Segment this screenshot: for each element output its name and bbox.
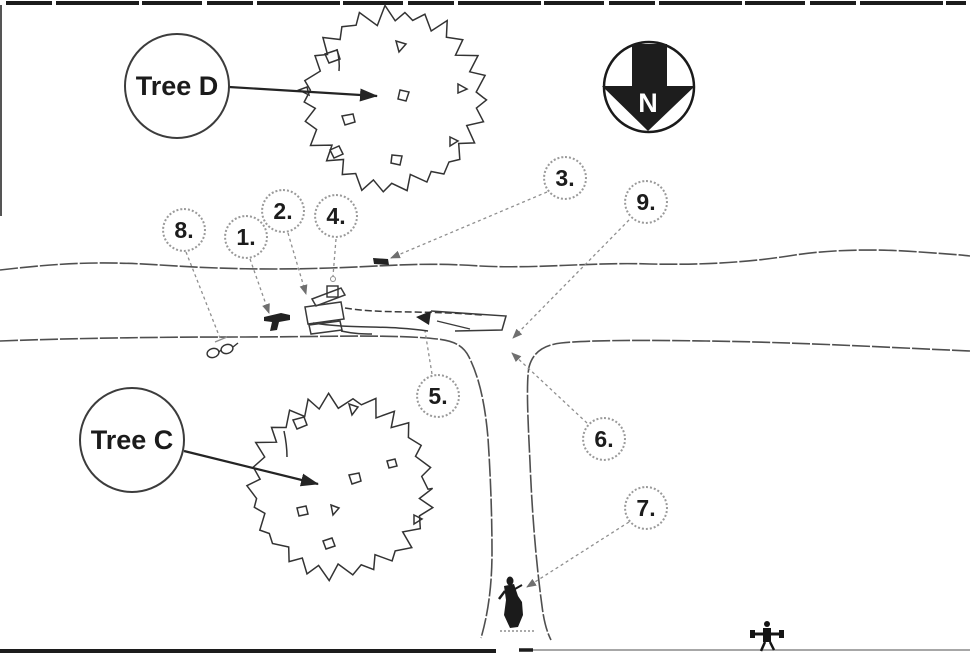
motorcycle-on-road — [304, 287, 483, 335]
tree-c-leaf-clumps — [291, 402, 424, 550]
leader-lines — [185, 191, 630, 588]
marker-7: 7. — [624, 486, 668, 530]
tree-c — [245, 391, 435, 583]
leader-8 — [185, 251, 221, 339]
leader-8-end-tick — [214, 336, 228, 343]
leader-6 — [511, 352, 588, 424]
road-top-edge — [0, 249, 970, 271]
marker-3: 3. — [543, 156, 587, 200]
tree-label-arrows — [183, 85, 378, 487]
marker-1: 1. — [224, 215, 268, 259]
leader-2 — [287, 232, 308, 295]
leader-4 — [332, 238, 337, 277]
marker-4: 4. — [314, 194, 358, 238]
leader-4-end-dot — [330, 276, 336, 282]
small-debris-square — [326, 285, 339, 298]
north-arrow-symbol: N — [602, 40, 696, 134]
leader-5 — [424, 330, 433, 375]
marker-9: 9. — [624, 180, 668, 224]
leader-7 — [526, 521, 630, 588]
eyeglasses-icon — [206, 342, 239, 359]
skid-mark-upper — [344, 307, 483, 316]
road-bottom-edge-right-and-side-road-right — [526, 339, 970, 641]
tree-d-leaf-clumps — [297, 39, 469, 166]
leader-3 — [390, 191, 548, 259]
tree-d — [297, 3, 488, 193]
leader-9 — [512, 219, 630, 339]
tree-c-arrow — [183, 449, 319, 487]
skid-mark-lower — [312, 322, 429, 332]
handgun-icon — [264, 313, 290, 331]
gouge-mark — [416, 310, 507, 332]
tree-c-canopy-outline — [245, 391, 435, 583]
victim-body-icon — [498, 576, 534, 632]
marker-5: 5. — [416, 374, 460, 418]
standing-figure-icon — [750, 621, 784, 652]
road-edges — [0, 249, 970, 641]
leader-1 — [249, 258, 270, 314]
tree-c-label: Tree C — [79, 387, 185, 493]
tree-d-arrow — [228, 85, 378, 102]
marker-8: 8. — [162, 208, 206, 252]
marker-6: 6. — [582, 417, 626, 461]
road-bottom-edge-left-and-side-road-left — [0, 335, 493, 639]
gouge-mark-head — [416, 311, 431, 325]
north-arrow-stem — [632, 44, 667, 86]
marker-2: 2. — [261, 189, 305, 233]
motorcycle-body — [304, 301, 345, 325]
gouge-mark-outline — [430, 310, 507, 332]
north-arrow-head — [602, 86, 695, 131]
motorcycle-lower-bar — [308, 320, 343, 335]
tree-d-label: Tree D — [124, 33, 230, 139]
debris-on-road-edge — [373, 258, 389, 265]
tree-c-branch — [283, 430, 288, 458]
north-letter: N — [638, 88, 658, 118]
gouge-mark-inner-line — [436, 320, 471, 330]
tree-d-canopy-outline — [303, 3, 488, 193]
motorcycle-handlebar — [310, 287, 347, 307]
skid-mark-short — [340, 330, 373, 335]
